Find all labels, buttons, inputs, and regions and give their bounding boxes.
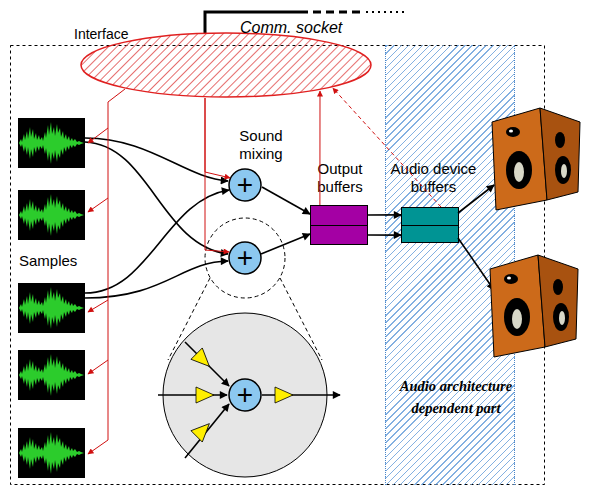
speaker <box>490 255 578 357</box>
architecture-band: Audio architecture dependent partAudio d… <box>385 45 515 485</box>
connector <box>262 187 310 214</box>
buffer-divider <box>311 225 367 226</box>
mixer-circle: + <box>228 241 262 275</box>
socket-wire-dotted <box>366 11 406 13</box>
connector-line <box>368 234 401 236</box>
gain-triangle <box>196 387 214 403</box>
sample-waveform <box>18 118 85 168</box>
control-line <box>108 89 125 440</box>
signal-wire <box>85 190 229 293</box>
buffer-divider <box>402 225 458 226</box>
buffer-box <box>401 207 459 243</box>
mixer-symbol: + <box>228 168 262 202</box>
port-label: Comm. socket <box>240 19 370 37</box>
circle-shape <box>229 242 261 274</box>
stage-label: Sound mixing <box>230 127 292 163</box>
control-leaders <box>88 89 125 454</box>
connector-line <box>319 91 320 205</box>
gain-wire <box>185 404 229 458</box>
speaker-wire <box>458 185 494 213</box>
zoom-marker-circle <box>205 218 285 298</box>
gain-wire <box>185 342 229 386</box>
control-arrow <box>88 300 108 312</box>
control-arrow <box>88 440 108 454</box>
sample-waveform <box>18 350 85 400</box>
gain-triangle <box>191 348 215 372</box>
band-title: Audio architecture dependent part <box>386 375 526 419</box>
gain-wires <box>158 342 340 458</box>
control-arrow <box>88 360 108 374</box>
sample-waveforms <box>18 118 85 478</box>
node-heading: Interface <box>74 25 164 43</box>
gain-triangle <box>191 418 215 442</box>
connector <box>368 215 401 235</box>
mixer-circle: + <box>228 168 262 202</box>
mixer-symbol: + <box>228 378 262 412</box>
connector <box>333 88 441 207</box>
socket-wire-dashed <box>300 11 362 14</box>
mixer-circle: + <box>228 378 262 412</box>
mixer-symbol: + <box>228 241 262 275</box>
sample-wires <box>85 138 229 298</box>
sample-waveform <box>18 428 85 478</box>
connector-line <box>333 88 441 207</box>
node-heading: Output buffers <box>300 160 380 196</box>
speaker <box>492 108 580 210</box>
control-arrow <box>88 128 108 143</box>
node-heading: Audio device buffers <box>386 160 481 196</box>
connector-line <box>368 214 401 216</box>
gain-triangle <box>275 387 293 403</box>
gain-wire <box>262 394 340 396</box>
control-arrow <box>88 198 108 212</box>
system-boundary <box>11 46 545 485</box>
connector <box>261 234 310 254</box>
connector <box>205 98 230 178</box>
circle-shape <box>229 379 261 411</box>
circle-shape <box>229 169 261 201</box>
group-label: Samples <box>19 252 99 270</box>
connector-line <box>261 234 310 254</box>
sample-waveform <box>18 190 85 240</box>
zoom-callout <box>158 218 340 477</box>
connector-line <box>205 98 229 252</box>
connector <box>319 91 320 205</box>
gain-wire <box>158 394 227 396</box>
signal-wire <box>85 138 228 181</box>
buffer-box <box>310 205 368 245</box>
output-buffer: Output buffers <box>300 160 380 247</box>
signal-wire <box>85 261 228 298</box>
connector <box>205 98 229 252</box>
sample-waveform <box>18 283 85 333</box>
connector-line <box>262 187 310 214</box>
connector-line <box>205 98 230 178</box>
speaker-wire <box>458 238 494 290</box>
device-buffer: Audio device buffers <box>386 160 481 250</box>
ellipse-shape <box>81 33 371 97</box>
